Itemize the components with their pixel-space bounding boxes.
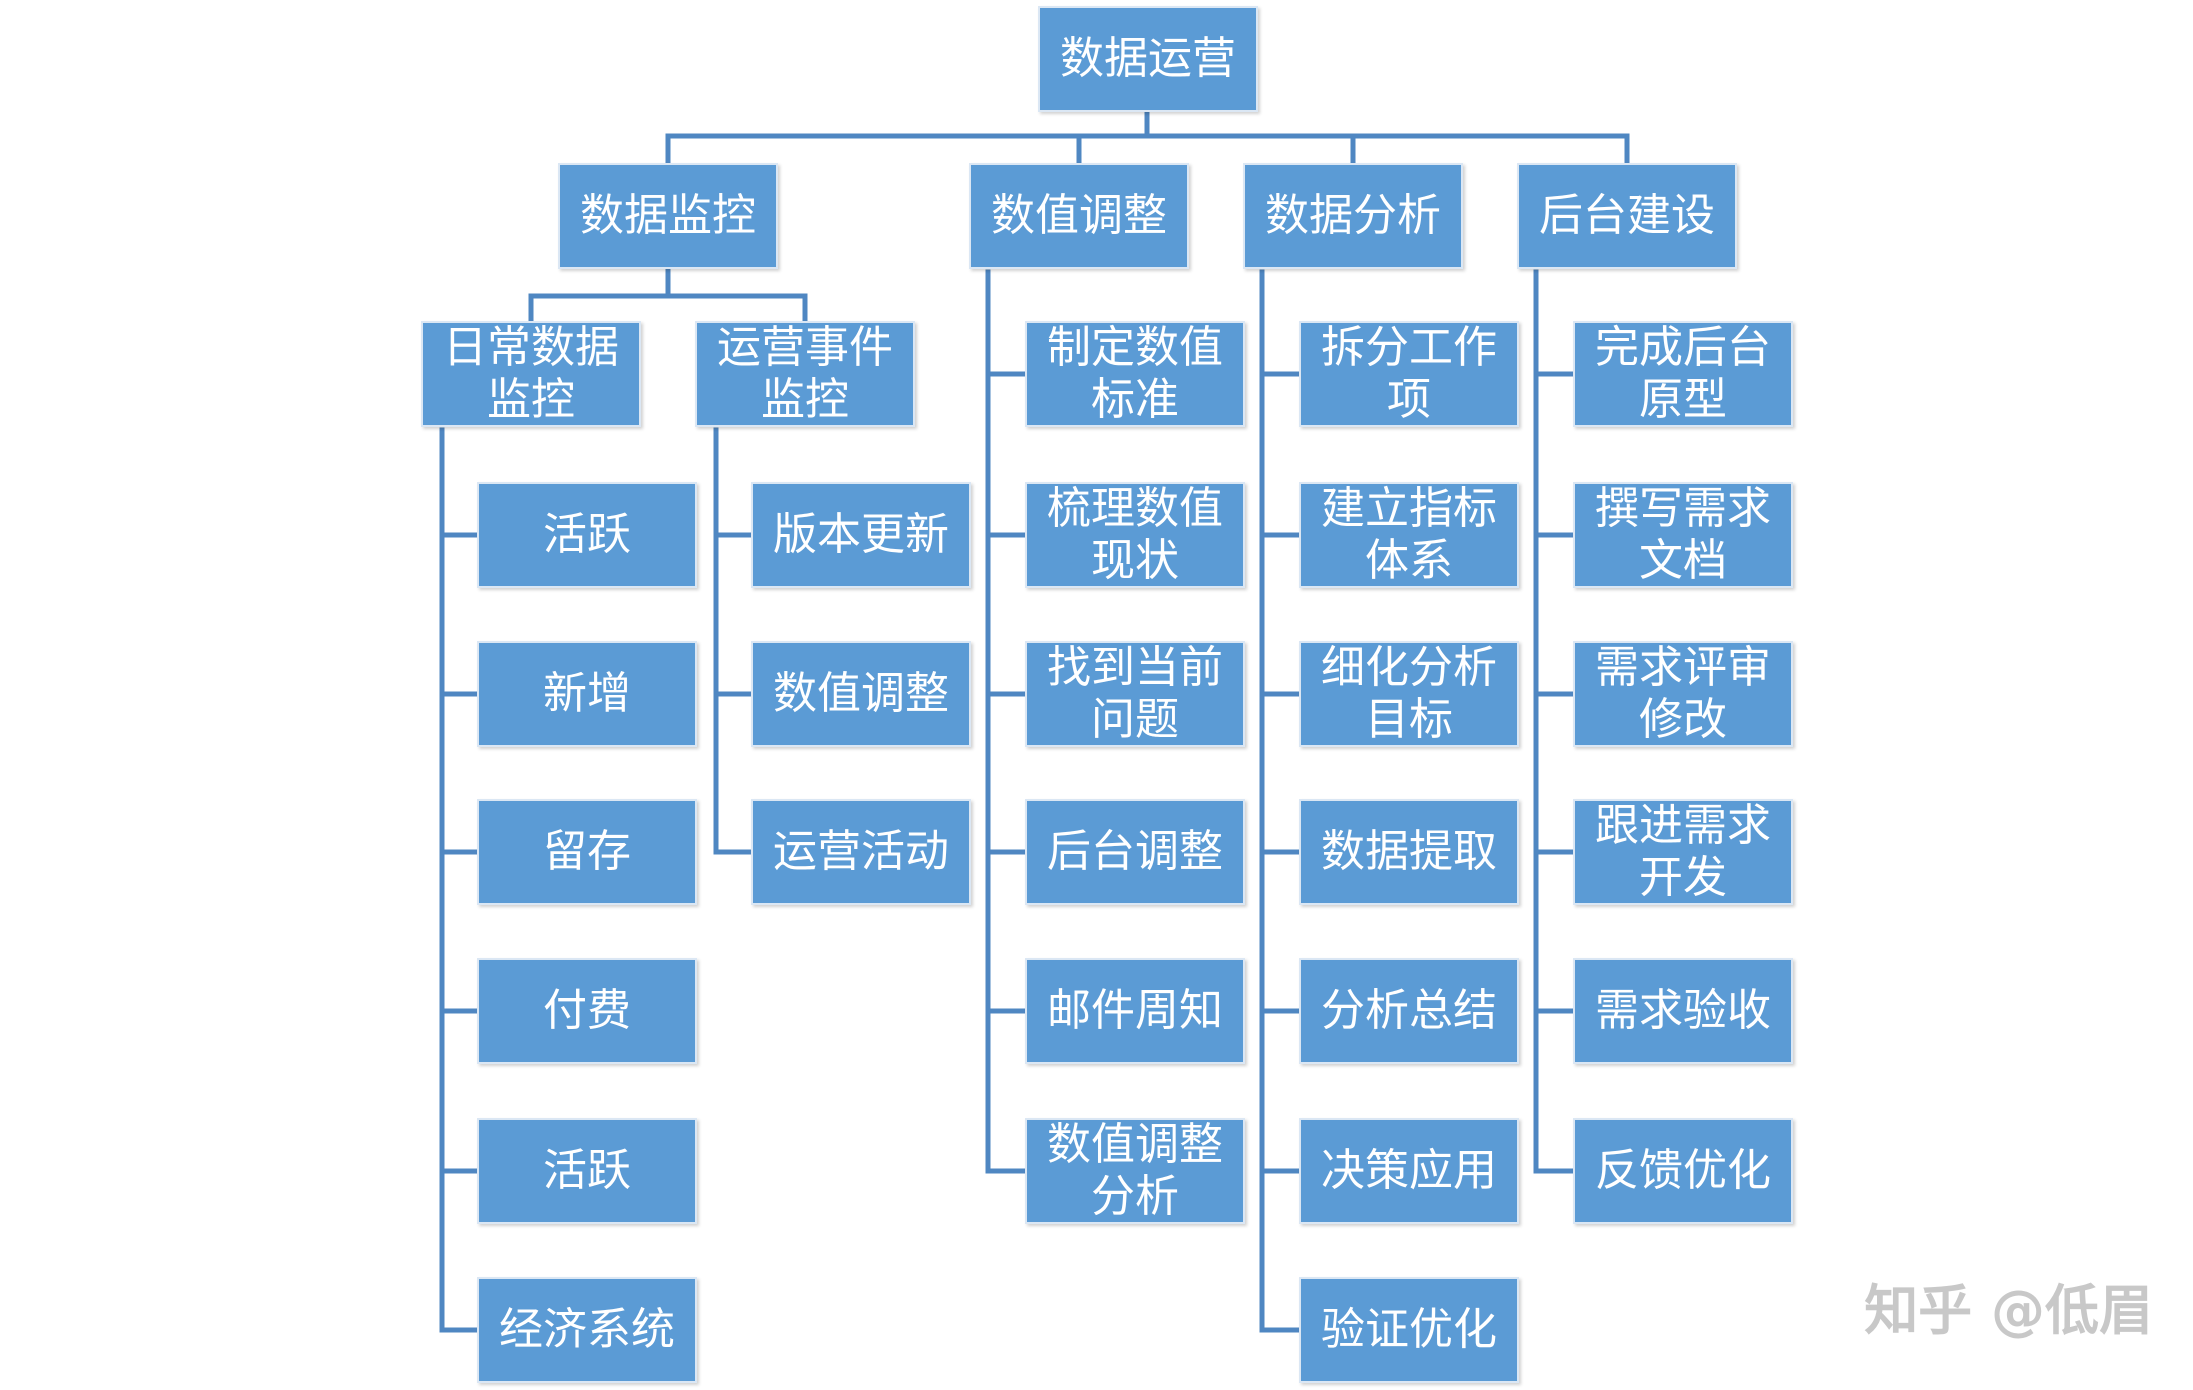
root-node: 数据运营 (1038, 6, 1258, 112)
leaf-node: 经济系统 (477, 1277, 697, 1383)
leaf-node: 留存 (477, 799, 697, 905)
group-node-event-monitoring: 运营事件监控 (695, 321, 915, 427)
leaf-node: 制定数值标准 (1025, 321, 1245, 427)
leaf-node: 版本更新 (751, 482, 971, 588)
leaf-node: 决策应用 (1299, 1118, 1519, 1224)
leaf-node: 跟进需求开发 (1573, 799, 1793, 905)
leaf-node: 邮件周知 (1025, 958, 1245, 1064)
node-label: 数据分析 (1265, 190, 1441, 241)
branch-node-data-analysis: 数据分析 (1243, 163, 1463, 269)
leaf-node: 反馈优化 (1573, 1118, 1793, 1224)
leaf-node: 撰写需求文档 (1573, 482, 1793, 588)
node-label: 后台调整 (1047, 826, 1223, 877)
branch-node-value-adjustment: 数值调整 (969, 163, 1189, 269)
node-label: 决策应用 (1321, 1145, 1497, 1196)
node-label: 数据监控 (580, 190, 756, 241)
node-label: 新增 (543, 668, 631, 719)
leaf-node: 后台调整 (1025, 799, 1245, 905)
node-label: 拆分工作项 (1321, 322, 1497, 425)
leaf-node: 运营活动 (751, 799, 971, 905)
node-label: 数据提取 (1321, 826, 1497, 877)
node-label: 数据运营 (1060, 33, 1236, 84)
node-label: 需求评审修改 (1595, 642, 1771, 745)
node-label: 建立指标体系 (1321, 483, 1497, 586)
node-label: 活跃 (543, 509, 631, 560)
node-label: 运营活动 (773, 826, 949, 877)
watermark: 知乎 @低眉 (1864, 1279, 2153, 1342)
leaf-node: 数值调整分析 (1025, 1118, 1245, 1224)
node-label: 数值调整 (991, 190, 1167, 241)
leaf-node: 验证优化 (1299, 1277, 1519, 1383)
node-label: 找到当前问题 (1047, 642, 1223, 745)
leaf-node: 数值调整 (751, 641, 971, 747)
node-label: 完成后台原型 (1595, 322, 1771, 425)
node-label: 验证优化 (1321, 1304, 1497, 1355)
leaf-node: 需求验收 (1573, 958, 1793, 1064)
leaf-node: 需求评审修改 (1573, 641, 1793, 747)
node-label: 活跃 (543, 1145, 631, 1196)
node-label: 日常数据监控 (443, 322, 619, 425)
leaf-node: 活跃 (477, 482, 697, 588)
node-label: 邮件周知 (1047, 985, 1223, 1036)
node-label: 版本更新 (773, 509, 949, 560)
leaf-node: 找到当前问题 (1025, 641, 1245, 747)
node-label: 制定数值标准 (1047, 322, 1223, 425)
leaf-node: 数据提取 (1299, 799, 1519, 905)
node-label: 反馈优化 (1595, 1145, 1771, 1196)
node-label: 分析总结 (1321, 985, 1497, 1036)
node-label: 细化分析目标 (1321, 642, 1497, 745)
branch-node-backend-building: 后台建设 (1517, 163, 1737, 269)
node-label: 跟进需求开发 (1595, 800, 1771, 903)
node-label: 付费 (543, 985, 631, 1036)
leaf-node: 新增 (477, 641, 697, 747)
node-label: 需求验收 (1595, 985, 1771, 1036)
leaf-node: 付费 (477, 958, 697, 1064)
node-label: 梳理数值现状 (1047, 483, 1223, 586)
group-node-daily-monitoring: 日常数据监控 (421, 321, 641, 427)
node-label: 留存 (543, 826, 631, 877)
leaf-node: 建立指标体系 (1299, 482, 1519, 588)
leaf-node: 拆分工作项 (1299, 321, 1519, 427)
leaf-node: 分析总结 (1299, 958, 1519, 1064)
leaf-node: 完成后台原型 (1573, 321, 1793, 427)
leaf-node: 梳理数值现状 (1025, 482, 1245, 588)
node-label: 数值调整分析 (1047, 1119, 1223, 1222)
leaf-node: 活跃 (477, 1118, 697, 1224)
node-label: 后台建设 (1539, 190, 1715, 241)
node-label: 撰写需求文档 (1595, 483, 1771, 586)
branch-node-data-monitoring: 数据监控 (558, 163, 778, 269)
node-label: 数值调整 (773, 668, 949, 719)
leaf-node: 细化分析目标 (1299, 641, 1519, 747)
node-label: 经济系统 (499, 1304, 675, 1355)
node-label: 运营事件监控 (717, 322, 893, 425)
